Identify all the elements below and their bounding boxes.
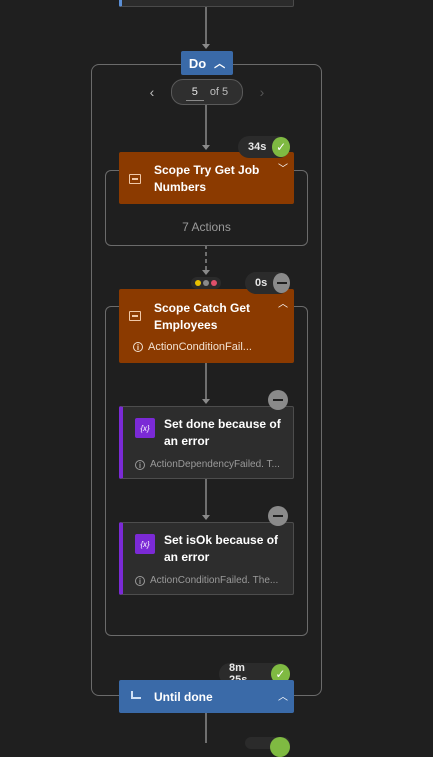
- iteration-pill: of 5: [171, 79, 243, 105]
- scope-icon: [129, 174, 141, 184]
- chevron-up-icon[interactable]: ︿: [278, 692, 288, 703]
- variable-icon: {x}: [135, 418, 155, 438]
- info-icon: i: [133, 342, 143, 352]
- scope-try-status-badge: 34s ✓: [238, 136, 290, 158]
- run-after-dots: [195, 280, 217, 286]
- run-after-dot: [195, 280, 201, 286]
- info-icon: i: [135, 575, 145, 586]
- set-done-error-text: ActionDependencyFailed. T...: [150, 459, 280, 470]
- run-after-indicator[interactable]: [191, 277, 221, 289]
- info-icon: i: [135, 459, 145, 470]
- scope-try-actions-count[interactable]: 7 Actions: [182, 220, 231, 234]
- previous-action-card[interactable]: [119, 0, 294, 7]
- scope-catch-duration: 0s: [255, 277, 268, 289]
- until-status-badge: 8m 25s ✓: [219, 662, 290, 686]
- do-label: Do: [188, 55, 207, 71]
- do-collapse-button[interactable]: Do ︿: [181, 51, 233, 75]
- chevron-up-icon[interactable]: ︿: [278, 299, 288, 310]
- success-check-icon: ✓: [272, 137, 290, 157]
- set-isok-card[interactable]: {x} Set isOk because of an error i Actio…: [119, 522, 294, 595]
- scope-try-duration: 34s: [248, 141, 267, 153]
- scope-catch-error-text: ActionConditionFail...: [148, 341, 252, 353]
- scope-catch-card[interactable]: Scope Catch Get Employees ︿ i ActionCond…: [119, 289, 294, 363]
- set-done-error: i ActionDependencyFailed. T...: [135, 459, 280, 470]
- until-done-card[interactable]: Until done ︿: [119, 680, 294, 713]
- iteration-pager: ‹ of 5 ›: [144, 79, 270, 105]
- success-check-icon: ✓: [270, 664, 290, 684]
- chevron-down-icon[interactable]: ﹀: [278, 164, 288, 175]
- set-isok-error: i ActionConditionFailed. The...: [135, 575, 278, 586]
- next-status-badge: [245, 737, 290, 757]
- chevron-up-icon: ︿: [214, 58, 226, 70]
- loop-icon: [131, 691, 141, 699]
- set-isok-error-text: ActionConditionFailed. The...: [150, 575, 279, 586]
- set-done-skipped-icon: [268, 390, 288, 410]
- scope-catch-title: Scope Catch Get Employees: [154, 301, 251, 332]
- skipped-icon: [273, 273, 290, 293]
- iteration-input[interactable]: [185, 83, 204, 101]
- until-title: Until done: [154, 690, 213, 704]
- set-done-title: Set done because of an error: [164, 417, 281, 448]
- run-after-dot: [211, 280, 217, 286]
- previous-iteration-icon[interactable]: ‹: [149, 84, 155, 100]
- run-after-dot: [203, 280, 209, 286]
- iteration-total: of 5: [209, 86, 229, 98]
- scope-catch-error: i ActionConditionFail...: [133, 341, 252, 353]
- success-check-icon: [270, 737, 290, 757]
- scope-try-title: Scope Try Get Job Numbers: [154, 163, 260, 194]
- set-isok-title: Set isOk because of an error: [164, 533, 279, 564]
- variable-icon: {x}: [135, 534, 155, 554]
- scope-icon: [129, 311, 141, 321]
- scope-try-card[interactable]: Scope Try Get Job Numbers ﹀: [119, 152, 294, 204]
- next-iteration-icon[interactable]: ›: [259, 84, 265, 100]
- set-isok-skipped-icon: [268, 506, 288, 526]
- scope-catch-status-badge: 0s: [245, 272, 290, 294]
- set-done-card[interactable]: {x} Set done because of an error i Actio…: [119, 406, 294, 479]
